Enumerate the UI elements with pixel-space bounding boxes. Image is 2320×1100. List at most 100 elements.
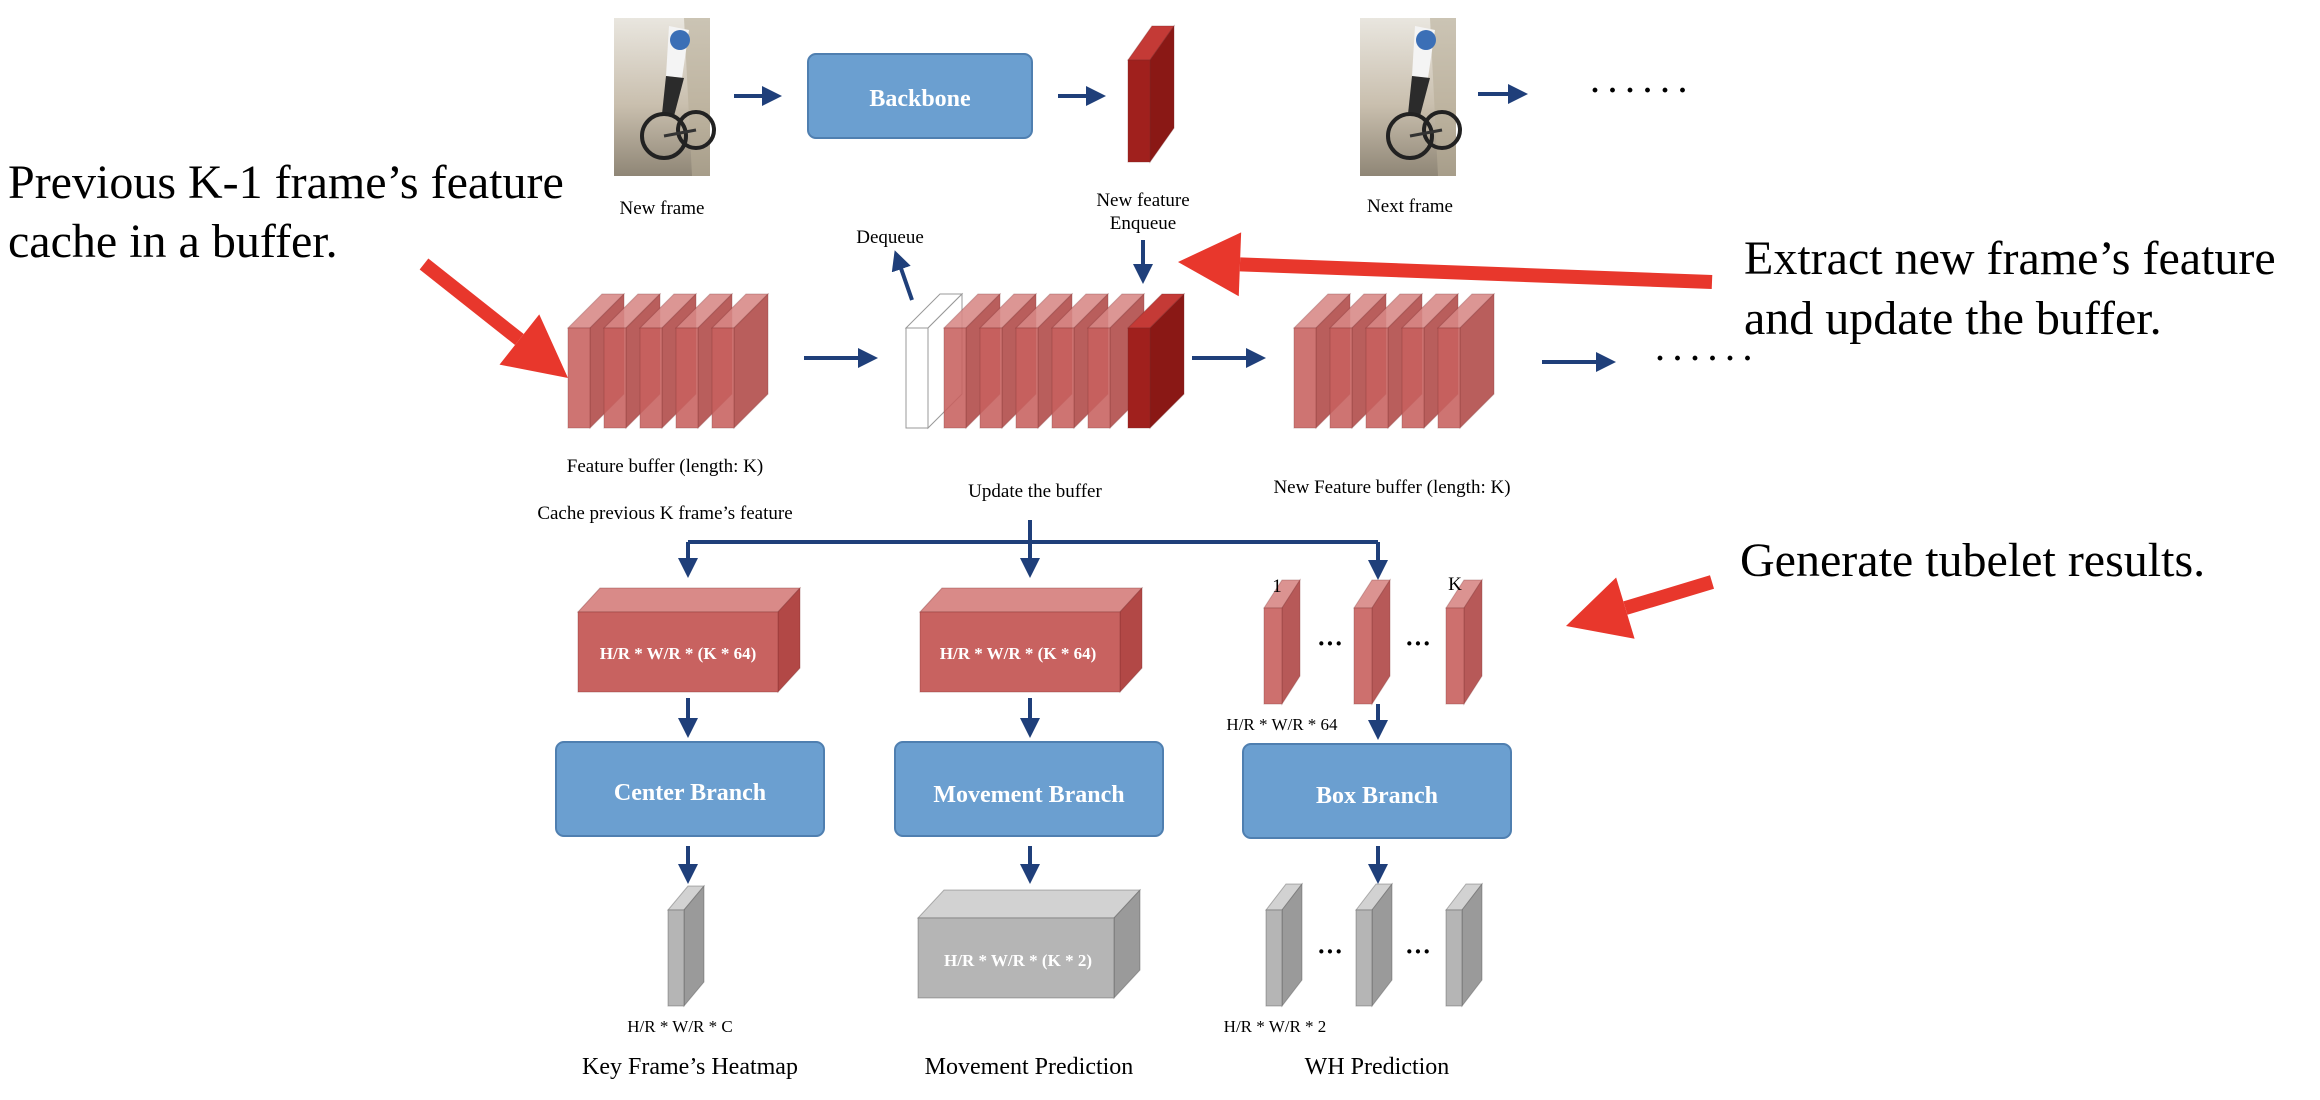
box-input-1-front [1263,607,1283,705]
movement-input-cuboid-front [919,611,1121,693]
box-input-features [1263,578,1483,706]
movement-branch-label: Movement Branch [933,782,1124,808]
box-output-label: H/R * W/R * 2 [1224,1017,1327,1036]
wh-caption: WH Prediction [1305,1054,1450,1080]
new-feature-block [1127,24,1175,164]
box-input-1 [1263,578,1301,706]
heatmap-caption: Key Frame’s Heatmap [582,1054,798,1080]
updated-buffer [904,292,1186,430]
bike-frame [663,128,697,138]
backbone-box [807,53,1033,139]
new-feature-cuboid-front [1127,59,1151,163]
red-arrow-extract-head [1178,232,1242,297]
movement-output-cuboid-top [916,889,1142,919]
box-input-dots-1: ··· [1317,629,1343,658]
heatmap-cuboid [666,884,706,1008]
next-frame-image [1360,18,1462,176]
wh-output-k-front [1445,909,1463,1007]
buf1-slice-5-front [711,327,735,429]
center-branch-label: Center Branch [614,780,766,806]
connector-arrows [678,84,1616,884]
wh-output-1 [1264,882,1304,1008]
frame-trees [684,18,710,176]
new-buffer-label: New Feature buffer (length: K) [1273,477,1510,498]
top-ellipsis: · · · · · · [1590,74,1688,107]
box-input-k [1445,578,1483,706]
movement-caption: Movement Prediction [925,1054,1134,1080]
feature-buffer [566,292,770,430]
next-frame-label: Next frame [1367,196,1453,217]
box-input-label: H/R * W/R * 64 [1226,715,1338,734]
feature-buffer-label: Feature buffer (length: K) [567,456,763,477]
new-frame-image [614,18,716,176]
red-arrow-generate-shaft [1623,575,1715,615]
movement-input-cuboid-top [918,587,1144,613]
box-input-k-front [1445,607,1465,705]
bike-wheel-rear [676,110,716,150]
cyclist-helmet [670,30,690,50]
red-arrow-extract [1178,232,1713,297]
bike-frame [1409,128,1443,138]
heatmap-output [666,884,706,1008]
center-output-label: H/R * W/R * C [627,1017,732,1036]
box-branch-label: Box Branch [1316,783,1438,809]
movement-output-cuboid-front [917,917,1115,999]
box-output-dots-1: ··· [1317,937,1343,966]
red-arrow-previous-head [499,314,568,378]
movement-branch-box [894,741,1164,837]
bike-wheel-front [1386,112,1434,160]
new-frame-label: New frame [620,198,705,219]
center-input-cuboid [576,586,802,694]
buf3-slice-4-front [1401,327,1425,429]
wh-output-k [1444,882,1484,1008]
backbone-label: Backbone [869,86,971,112]
red-arrow-generate-head [1566,577,1635,639]
buf2-slice-2-front [979,327,1003,429]
annotation-previous-line1: Previous K-1 frame’s feature [8,156,564,209]
cyclist-legs [1408,76,1430,116]
wh-output-2-front [1355,909,1373,1007]
center-branch-box [555,741,825,837]
buf2-slice-5-front [1087,327,1111,429]
annotation-extract-line2: and update the buffer. [1744,292,2162,345]
dequeue-label: Dequeue [856,227,924,248]
box-index-last: K [1448,574,1462,595]
box-index-first: 1 [1272,576,1282,597]
bike-wheel-front [640,112,688,160]
movement-output-cuboid [916,888,1142,1000]
arrow-dequeue [891,250,914,301]
center-input-feature [576,586,802,694]
red-arrow-previous [419,258,568,378]
movement-output-label: H/R * W/R * (K * 2) [944,951,1092,970]
buf1-slice-5 [710,292,770,430]
buf3-slice-3-front [1365,327,1389,429]
annotation-arrows [419,232,1715,639]
red-arrow-extract-shaft [1239,257,1713,289]
buf3-slice-1-front [1293,327,1317,429]
wh-output-2 [1354,882,1394,1008]
movement-input-cuboid [918,586,1144,694]
new-feature-buffer [1292,292,1496,430]
wh-output-1-front [1265,909,1283,1007]
buf2-slice-3-front [1015,327,1039,429]
buffer-ellipsis: · · · · · · [1655,342,1753,375]
movement-input-feature [918,586,1144,694]
box-output-dots-2: ··· [1405,937,1431,966]
buf1-slice-3-front [639,327,663,429]
movement-input-label: H/R * W/R * (K * 64) [940,644,1096,663]
red-arrow-previous-shaft [419,258,524,346]
cyclist-legs [662,76,684,116]
wh-outputs [1264,882,1484,1008]
update-buffer-label: Update the buffer [968,481,1102,502]
cache-label: Cache previous K frame’s feature [537,503,792,524]
box-branch-box [1242,743,1512,839]
buf2-new-slice [1126,292,1186,430]
buf3-slice-5-front [1437,327,1461,429]
buf2-slice-4-front [1051,327,1075,429]
buf3-slice-2-front [1329,327,1353,429]
bike-wheel-rear [1422,110,1462,150]
enqueue-label: Enqueue [1110,213,1176,234]
buf2-new-slice-front [1127,327,1151,429]
